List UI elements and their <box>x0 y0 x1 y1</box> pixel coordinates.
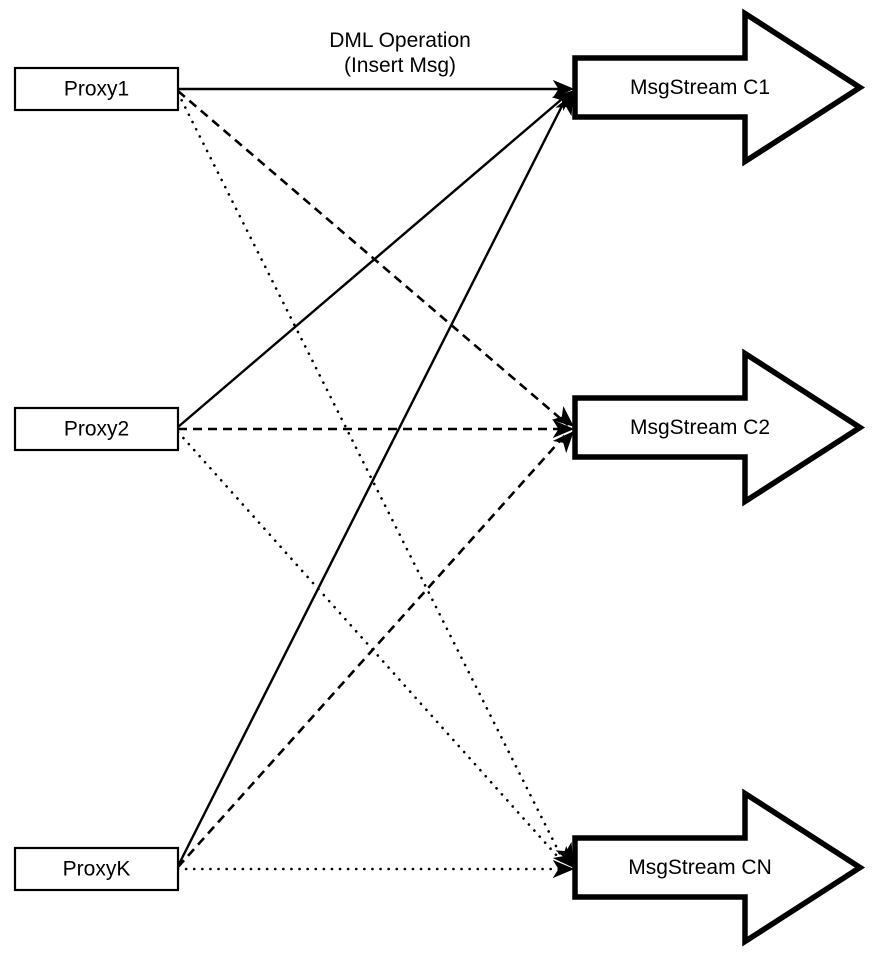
link-pk-c1 <box>176 95 569 867</box>
proxy-label-proxy2: Proxy2 <box>64 418 129 441</box>
proxy-node-proxy2[interactable]: Proxy2 <box>13 406 180 452</box>
proxy-node-proxy1[interactable]: Proxy1 <box>13 66 180 112</box>
arrowheads-layer <box>551 79 575 879</box>
edge-label-line-1: DML Operation <box>329 29 471 52</box>
msgstream-label-stream-cn: MsgStream CN <box>628 856 772 879</box>
arrowhead-c2-a <box>551 406 574 427</box>
arrowhead-cn-c <box>552 859 575 879</box>
msgstream-arrow-shape-stream-c2 <box>572 348 866 507</box>
msgstream-label-stream-c1: MsgStream C1 <box>630 76 770 99</box>
msgstream-nodes-layer: MsgStream C1 MsgStream C2 MsgStream CN <box>572 8 866 947</box>
link-pk-c2 <box>177 432 568 868</box>
proxy-label-proxyk: ProxyK <box>63 858 131 881</box>
arrowhead-c2-c <box>552 431 574 454</box>
msgstream-label-stream-c2: MsgStream C2 <box>630 416 770 439</box>
proxy-box-proxy2 <box>13 406 180 452</box>
msgstream-node-stream-c2[interactable]: MsgStream C2 <box>572 348 866 507</box>
link-p2-c1 <box>177 92 570 428</box>
msgstream-arrow-shape-stream-cn <box>572 788 866 947</box>
arrowhead-cn-b <box>552 845 574 868</box>
arrowhead-c2-b <box>552 419 575 439</box>
msgstream-node-stream-cn[interactable]: MsgStream CN <box>572 788 866 947</box>
proxy-label-proxy1: Proxy1 <box>64 78 129 101</box>
msgstream-arrow-shape-stream-c1 <box>572 8 866 167</box>
edge-label-line-2: (Insert Msg) <box>344 54 456 77</box>
links-layer <box>176 87 571 871</box>
msgstream-node-stream-c1[interactable]: MsgStream C1 <box>572 8 866 167</box>
proxy-node-proxyk[interactable]: ProxyK <box>13 846 180 892</box>
proxy-box-proxyk <box>13 846 180 892</box>
arrowhead-c1-a <box>552 79 575 99</box>
proxy-box-proxy1 <box>13 66 180 112</box>
dml-operation-edge-label: DML Operation (Insert Msg) <box>329 29 471 77</box>
arrowhead-c1-c <box>555 92 574 117</box>
link-p1-c2 <box>177 90 569 426</box>
link-p1-cn <box>176 91 567 866</box>
